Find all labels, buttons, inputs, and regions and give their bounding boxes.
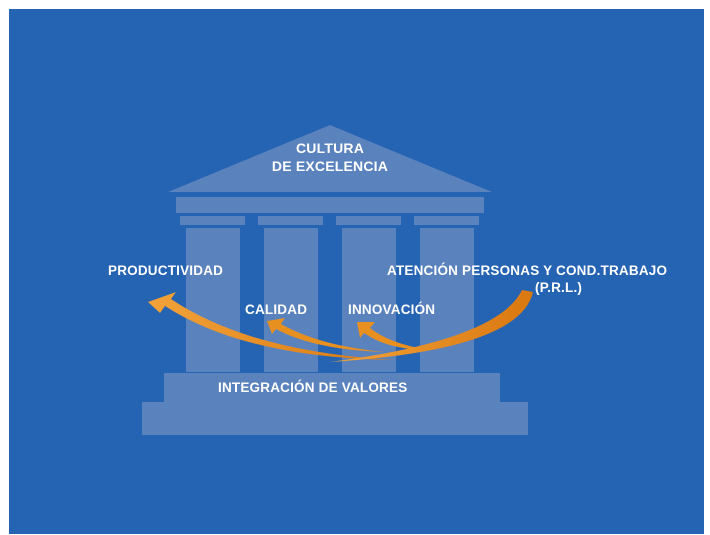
temple-base-upper: [164, 373, 500, 402]
pillar-1: [186, 228, 240, 372]
temple-base-lower: [142, 402, 528, 435]
arrow-from-atencion: [330, 290, 533, 362]
pillar-capital-2: [258, 216, 323, 225]
label-productividad: PRODUCTIVIDAD: [108, 263, 224, 278]
title-line-1: CULTURA: [295, 140, 365, 156]
arrow-to-calidad: [267, 318, 385, 352]
arrow-to-innovacion: [357, 322, 430, 350]
arrow-to-productividad: [148, 292, 395, 360]
label-integracion-valores: INTEGRACIÓN DE VALORES: [218, 380, 408, 395]
pillar-capital-3: [336, 216, 401, 225]
label-atencion-personas: ATENCIÓN PERSONAS Y COND.TRABAJO: [387, 263, 668, 278]
title-line-2: DE EXCELENCIA: [271, 158, 389, 174]
temple-entablature: [176, 197, 484, 213]
temple-title: CULTURA DE EXCELENCIA: [270, 139, 390, 175]
label-prl: (P.R.L.): [535, 280, 583, 295]
label-innovacion: INNOVACIÓN: [348, 302, 436, 317]
pillar-capital-4: [414, 216, 479, 225]
label-calidad: CALIDAD: [245, 302, 308, 317]
pillar-capital-1: [180, 216, 245, 225]
temple-roof: [168, 125, 492, 192]
